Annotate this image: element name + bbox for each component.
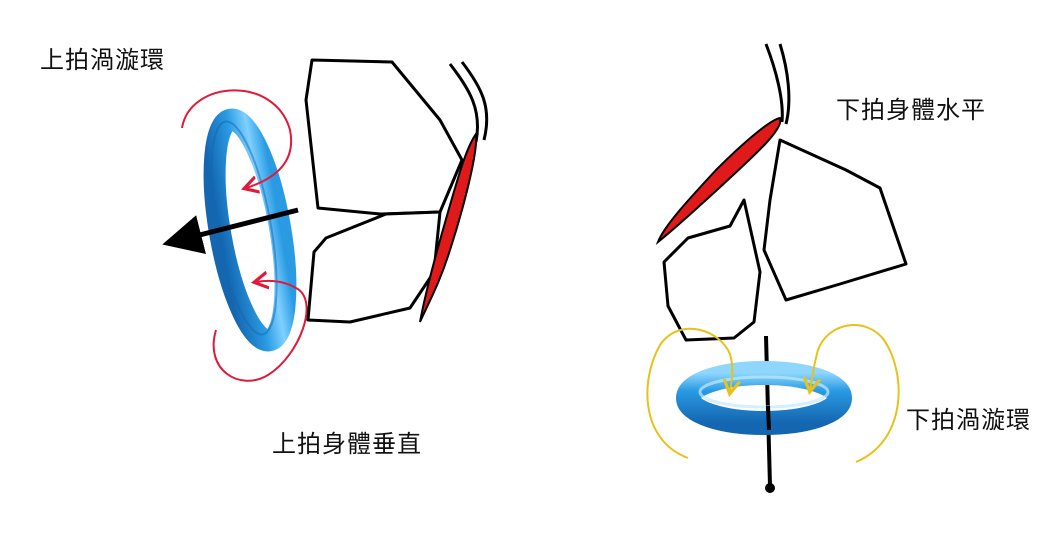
downstroke-vortex-label: 下拍渦漩環: [906, 400, 1031, 435]
upstroke-body-label: 上拍身體垂直: [272, 424, 422, 459]
downstroke-body-label: 下拍身體水平: [836, 90, 986, 125]
upstroke-vortex-label: 上拍渦漩環: [40, 40, 165, 75]
downstroke-vortex-ring: [688, 373, 840, 423]
downstroke-body: [658, 118, 780, 242]
downstroke-wings: [664, 140, 906, 340]
upstroke-panel: [172, 60, 487, 381]
downstroke-axis-front: [768, 406, 769, 430]
downstroke-antennae: [766, 44, 789, 124]
downstroke-axis-dot: [765, 483, 775, 493]
